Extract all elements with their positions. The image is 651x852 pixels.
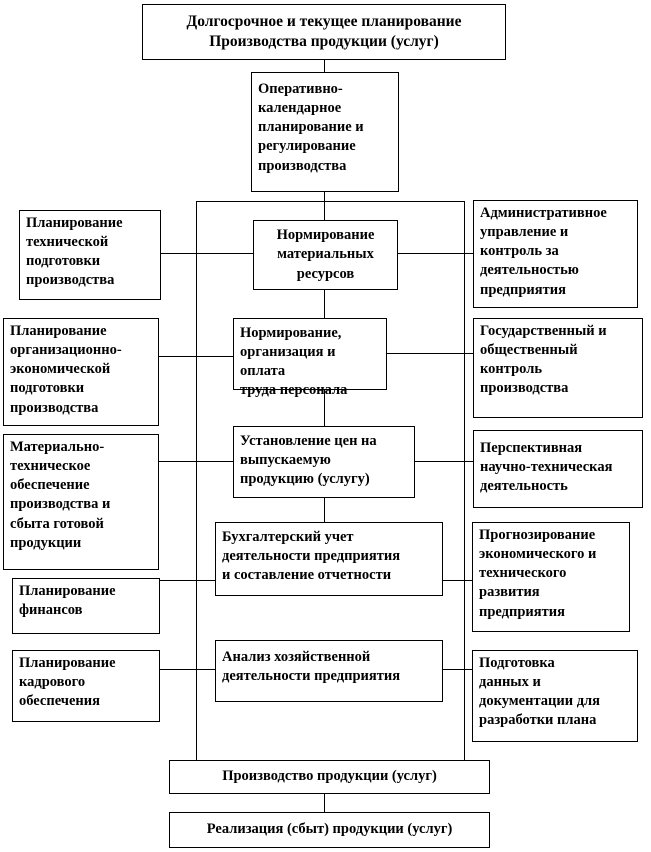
- box-analysis: Анализ хозяйственной деятельности предпр…: [215, 640, 443, 702]
- box-production: Производство продукции (услуг): [169, 760, 490, 794]
- box-org-econ-prep-planning: Планирование организационно- экономическ…: [3, 318, 159, 426]
- spine-upper: [324, 290, 326, 318]
- box-operational-planning: Оперативно- календарное планирование и р…: [251, 72, 399, 192]
- row4-right-line: [443, 580, 472, 582]
- box-sales: Реализация (сбыт) продукции (услуг): [169, 812, 490, 848]
- box-research-activity: Перспективная научно-техническая деятель…: [473, 430, 643, 508]
- box-forecasting: Прогнозирование экономического и техниче…: [472, 522, 630, 632]
- box-material-supply: Материально- техническое обеспечение про…: [3, 434, 159, 570]
- box-accounting: Бухгалтерский учет деятельности предприя…: [215, 522, 443, 596]
- box-data-preparation: Подготовка данных и документации для раз…: [472, 650, 638, 742]
- connector-production-to-sales: [324, 794, 326, 812]
- row4-left-line: [160, 580, 215, 582]
- box-norm-materials: Нормирование материальных ресурсов: [253, 220, 398, 290]
- row5-left-line: [160, 669, 215, 671]
- spine-mid-2: [324, 498, 326, 522]
- frame-top-line: [196, 201, 465, 203]
- spine-mid-1: [324, 390, 326, 426]
- row2-left-line: [159, 356, 233, 358]
- connector-top-to-operational: [324, 60, 326, 72]
- row2-right-line: [387, 353, 473, 355]
- box-state-public-control: Государственный и общественный контроль …: [473, 318, 643, 418]
- row5-right-line: [443, 669, 472, 671]
- connector-operational-to-norm-materials: [324, 192, 326, 220]
- row3-left-line: [159, 461, 233, 463]
- row3-right-line: [415, 461, 473, 463]
- box-admin-management: Административное управление и контроль з…: [473, 200, 638, 308]
- box-tech-prep-planning: Планирование технической подготовки прои…: [19, 210, 161, 300]
- frame-right-line: [464, 201, 466, 761]
- row1-left-line: [161, 253, 253, 255]
- box-prices: Установление цен на выпускаемую продукци…: [233, 426, 415, 498]
- box-norm-labor: Нормирование, организация и оплата труда…: [233, 318, 387, 398]
- row1-right-line: [398, 253, 473, 255]
- box-personnel-planning: Планирование кадрового обеспечения: [12, 650, 160, 722]
- box-finance-planning: Планирование финансов: [12, 578, 160, 634]
- frame-left-line: [196, 201, 198, 761]
- box-long-term-planning: Долгосрочное и текущее планирование Прои…: [142, 4, 506, 60]
